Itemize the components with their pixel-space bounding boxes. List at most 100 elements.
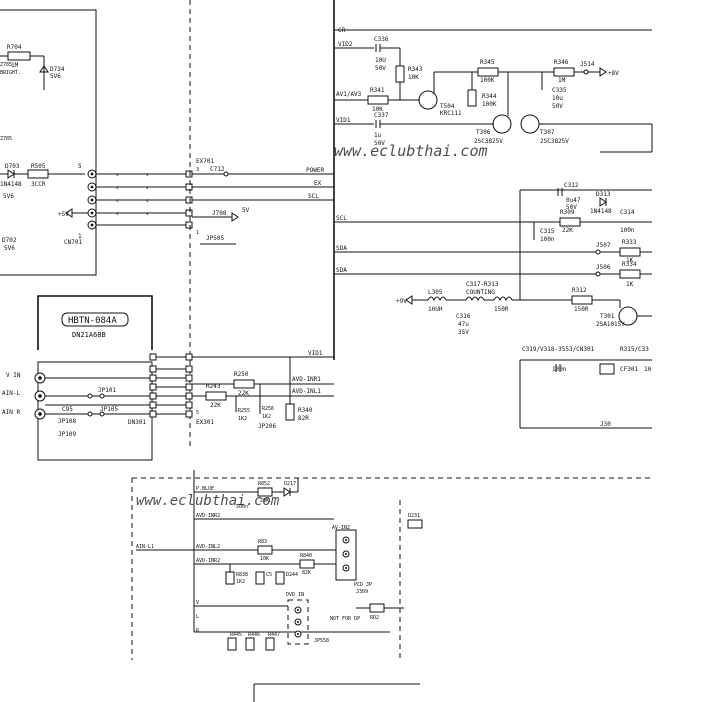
c95-label: C95 — [62, 406, 73, 413]
c317-coil-icon — [465, 296, 485, 302]
r309-value: 22K — [562, 227, 573, 234]
jp109-label: JP109 — [58, 431, 76, 438]
r343-value: 10K — [408, 74, 419, 81]
c319-label: C319/V318-3553/CN301 — [522, 346, 595, 353]
t307-transistor-icon — [520, 114, 540, 134]
jp558-label: JP558 — [314, 638, 329, 644]
svg-text:‹: ‹ — [115, 209, 120, 218]
ain-in-label: AIN-L1 — [136, 544, 154, 550]
c312-voltage: 50V — [566, 204, 577, 211]
signal-vid1: VID1 — [308, 350, 323, 357]
t307-value: 2SC3825V — [540, 138, 569, 145]
d734-label: D734 — [50, 66, 65, 73]
z785-label: Z785 — [0, 62, 12, 68]
r345-value: 100K — [480, 77, 495, 84]
r446-label: R446 — [248, 632, 260, 638]
r250-label: R250 — [234, 371, 249, 378]
watermark-bottom: www.eclubthai.com — [136, 493, 280, 509]
d702-label: D702 — [2, 237, 17, 244]
r255-label: R255 — [238, 408, 250, 414]
plus5v-left-label: +5V — [58, 211, 69, 218]
r256-value: 1K2 — [262, 414, 271, 420]
r243-value: 22K — [210, 402, 221, 409]
t301-value: 2SA1015Y — [596, 321, 625, 328]
r312-label: R312 — [572, 287, 587, 294]
svg-text:‹: ‹ — [115, 170, 120, 179]
module-name-box — [61, 312, 129, 327]
c315-label: C315 — [540, 228, 555, 235]
r312-value: 150R — [574, 306, 589, 313]
c336-value: 10U — [375, 57, 386, 64]
svg-text:‹: ‹ — [145, 209, 150, 218]
rd2-label: RD2 — [370, 615, 379, 621]
l305-label: L305 — [428, 289, 443, 296]
svg-text:‹: ‹ — [115, 196, 120, 205]
d217-label: D217 — [284, 481, 296, 487]
i2c-audio-block: C312 0u47 50V D313 1N4148 SCL R309 22K C… — [334, 182, 652, 429]
r505-label: R505 — [31, 163, 46, 170]
r256-label: R256 — [262, 406, 274, 412]
r346-value: 1M — [558, 77, 566, 84]
r334-value: 1K — [626, 281, 634, 288]
c337-label: C337 — [374, 112, 389, 119]
r838-label: R838 — [236, 572, 248, 578]
r447-label: R447 — [268, 632, 280, 638]
r243-label: R243 — [206, 383, 221, 390]
jp108-label: JP108 — [58, 418, 76, 425]
d734-value: 5V6 — [50, 73, 61, 80]
r446-resistor — [245, 637, 255, 651]
signal-av1-av3: AV1/AV3 — [336, 91, 362, 98]
c5-label: C5 — [266, 572, 272, 578]
r83-resistor — [257, 545, 273, 555]
c100n-label: 100n — [552, 366, 567, 373]
r309-label: R309 — [560, 209, 575, 216]
not-for-dp-label: NOT FOR DP — [330, 616, 360, 622]
t306-value: 2SC3825V — [474, 138, 503, 145]
bus-dn301-to-ex301: VID1 AVD-INR1 AVD-INL1 R250 22K R243 22K… — [156, 350, 334, 430]
t306-label: T306 — [476, 129, 491, 136]
r840-label: R840 — [300, 553, 312, 559]
r334-resistor — [619, 269, 641, 279]
c316-label: C316 — [456, 313, 471, 320]
plus8v-label: +8V — [608, 70, 619, 77]
signal-avd-inl1: AVD-INL1 — [292, 388, 321, 395]
j708-label: J708 — [212, 210, 227, 217]
c336-label: C336 — [374, 36, 389, 43]
j507-label: J507 — [596, 242, 611, 249]
r341-value: 10K — [372, 106, 383, 113]
c317-label: C317-R313 — [466, 281, 499, 288]
plus5v-mid-label: 5V — [242, 207, 250, 214]
d702-value: 5V6 — [4, 245, 15, 252]
r309-resistor — [559, 217, 581, 227]
d734-zener-icon — [39, 65, 49, 73]
r344-resistor — [467, 89, 477, 107]
avd-inl2-label: AVD-INL2 — [196, 544, 220, 550]
ex301-pin5: 5 — [196, 410, 199, 416]
r333-resistor — [619, 247, 641, 257]
c337-value: 1u — [374, 132, 382, 139]
l-input-label: L — [196, 614, 199, 620]
signal-cr: CR — [338, 27, 346, 34]
t301-label: T301 — [600, 313, 615, 320]
r340-value: 82R — [298, 415, 309, 422]
d703-value: 1N4148 — [0, 181, 22, 188]
ain-r-label: AIN R — [2, 409, 20, 416]
c312-label: C312 — [564, 182, 579, 189]
r447-resistor — [265, 637, 275, 651]
signal-vid1-top: VID1 — [336, 117, 351, 124]
signal-scl-left: SCL — [308, 193, 319, 200]
t504-transistor-icon — [418, 90, 438, 110]
r83-value: 10K — [260, 556, 269, 562]
r315-label: R315/C33 — [620, 346, 649, 353]
d231-label: D231 — [408, 513, 420, 519]
r340-label: R340 — [298, 407, 313, 414]
t504-label: T504 — [440, 103, 455, 110]
jp101-label: JP101 — [98, 387, 116, 394]
dn301-label: DN301 — [128, 419, 146, 426]
svg-text:‹: ‹ — [145, 170, 150, 179]
r345-resistor — [477, 67, 499, 77]
signal-scl: SCL — [336, 215, 347, 222]
c335-voltage: 50V — [552, 103, 563, 110]
avd-inr2-top-label: AVD-INR2 — [196, 513, 220, 519]
dvd-in-connector — [287, 599, 309, 645]
